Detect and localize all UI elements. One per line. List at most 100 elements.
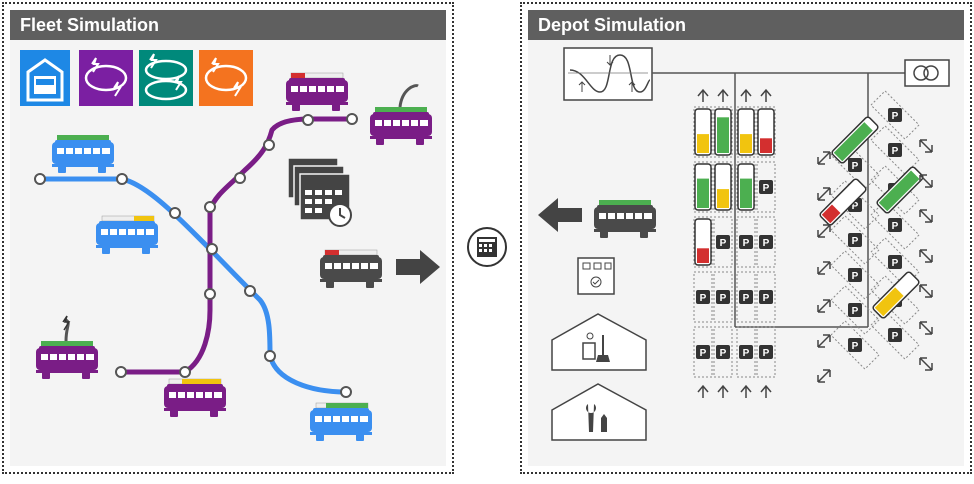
parking-icon xyxy=(716,235,730,249)
flowchart-icon xyxy=(577,257,615,295)
diagonal-arrow-icon xyxy=(919,249,933,263)
parking-icon xyxy=(848,303,862,317)
maintenance-workshop-icon xyxy=(551,383,647,441)
diagonal-arrow-icon xyxy=(817,224,831,238)
parking-icon xyxy=(888,328,902,342)
battery-level xyxy=(737,163,755,211)
battery-level xyxy=(694,108,712,156)
diagonal-arrow-icon xyxy=(817,369,831,383)
parking-icon xyxy=(696,345,710,359)
entry-arrow-icon xyxy=(760,89,772,103)
calculator-icon xyxy=(467,227,507,267)
battery-level xyxy=(876,166,924,214)
battery-level xyxy=(831,116,879,164)
diagonal-arrow-icon xyxy=(919,284,933,298)
parking-slot xyxy=(713,326,733,378)
parking-slot xyxy=(756,326,776,378)
orange-charging-loop-icon xyxy=(199,50,253,106)
bus-purple-charging xyxy=(370,84,432,145)
battery-level xyxy=(694,218,712,266)
exit-arrow-icon xyxy=(740,385,752,399)
parking-icon xyxy=(848,233,862,247)
parking-icon xyxy=(888,108,902,122)
diagonal-arrow-icon xyxy=(817,334,831,348)
parking-icon xyxy=(848,268,862,282)
parking-icon xyxy=(739,290,753,304)
battery-level xyxy=(757,108,775,156)
parking-slot xyxy=(736,326,756,378)
parking-slot xyxy=(693,271,713,323)
battery-level xyxy=(737,108,755,156)
schedule-calendar-icon xyxy=(287,157,352,227)
bus-purple-top xyxy=(286,72,348,111)
parking-slot xyxy=(736,161,756,213)
parking-slot xyxy=(693,216,713,268)
route-stops xyxy=(34,113,358,398)
cleaning-station-icon xyxy=(551,313,647,371)
parking-slot xyxy=(693,161,713,213)
parking-icon xyxy=(759,180,773,194)
parking-icon xyxy=(696,290,710,304)
bus-blue-2 xyxy=(96,215,158,254)
parking-icon xyxy=(848,158,862,172)
battery-level xyxy=(714,163,732,211)
fleet-simulation-title: Fleet Simulation xyxy=(10,10,446,40)
parking-slot xyxy=(756,106,776,158)
charging-loop-icon xyxy=(79,50,133,106)
battery-level xyxy=(819,178,867,226)
parking-icon xyxy=(759,345,773,359)
exit-arrow-icon xyxy=(697,385,709,399)
parking-slot xyxy=(756,271,776,323)
power-bus-lines xyxy=(652,72,905,328)
angled-parking-area xyxy=(817,90,933,383)
exit-arrow-icon xyxy=(760,385,772,399)
diagonal-arrow-icon xyxy=(817,187,831,201)
parking-icon xyxy=(888,218,902,232)
bus-blue-bottom xyxy=(310,402,372,441)
diagonal-arrow-icon xyxy=(919,174,933,188)
diagonal-arrow-icon xyxy=(817,151,831,165)
parking-slot xyxy=(713,216,733,268)
parking-icon xyxy=(716,290,730,304)
diagonal-arrow-icon xyxy=(817,261,831,275)
bus-depot-icon xyxy=(20,50,70,106)
parking-icon xyxy=(888,255,902,269)
parking-slot xyxy=(736,271,756,323)
depot-simulation-title: Depot Simulation xyxy=(528,10,964,40)
purple-route-line xyxy=(121,116,352,375)
parking-icon xyxy=(739,235,753,249)
diagonal-arrow-icon xyxy=(919,321,933,335)
parking-slot xyxy=(736,106,756,158)
parking-slot xyxy=(693,326,713,378)
parking-slot xyxy=(713,106,733,158)
parking-slot xyxy=(756,161,776,213)
double-charging-loop-icon xyxy=(139,50,193,106)
power-grid-profile-icon xyxy=(563,47,653,101)
bus-leaving-depot xyxy=(594,200,656,238)
parking-slot xyxy=(713,271,733,323)
bus-purple-bottom xyxy=(164,378,226,417)
bus-blue-1 xyxy=(52,135,114,173)
diagonal-arrow-icon xyxy=(919,139,933,153)
arrow-left-icon xyxy=(538,198,582,232)
battery-level xyxy=(694,163,712,211)
parking-icon xyxy=(739,345,753,359)
bus-purple-charging-bottom xyxy=(36,315,98,379)
parking-icon xyxy=(888,143,902,157)
entry-arrow-icon xyxy=(717,89,729,103)
parking-slot xyxy=(736,216,756,268)
parking-icon xyxy=(759,235,773,249)
exit-arrow-icon xyxy=(717,385,729,399)
transformer-icon xyxy=(904,59,950,87)
entry-arrow-icon xyxy=(740,89,752,103)
battery-level xyxy=(872,271,920,319)
diagonal-arrow-icon xyxy=(919,357,933,371)
parking-slot xyxy=(713,161,733,213)
diagonal-arrow-icon xyxy=(817,299,831,313)
parking-grid xyxy=(693,89,776,399)
entry-arrow-icon xyxy=(697,89,709,103)
battery-level xyxy=(714,108,732,156)
arrow-right-icon xyxy=(396,250,440,284)
parking-icon xyxy=(759,290,773,304)
